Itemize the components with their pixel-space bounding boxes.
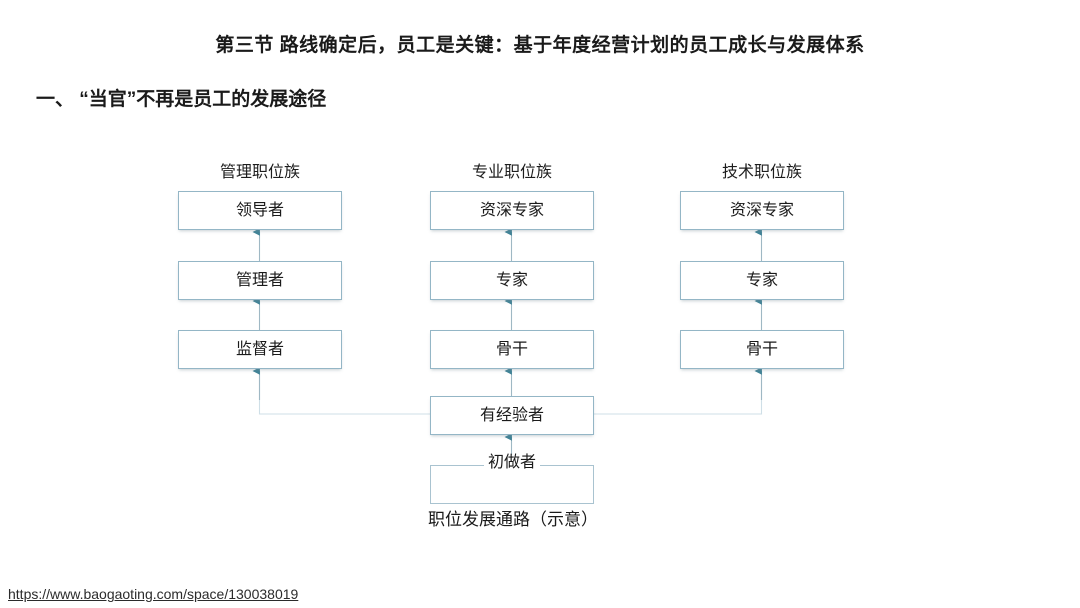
node-label: 骨干 bbox=[745, 340, 778, 358]
node-management-leader[interactable]: 领导者 bbox=[178, 191, 342, 230]
node-technical-expert[interactable]: 专家 bbox=[680, 261, 844, 300]
node-professional-senior-expert[interactable]: 资深专家 bbox=[430, 191, 594, 230]
node-label: 初做者 bbox=[483, 455, 540, 471]
node-technical-senior-expert[interactable]: 资深专家 bbox=[680, 191, 844, 230]
node-label: 专家 bbox=[495, 271, 528, 289]
node-professional-expert[interactable]: 专家 bbox=[430, 261, 594, 300]
node-experienced[interactable]: 有经验者 bbox=[430, 396, 594, 435]
node-label: 资深专家 bbox=[479, 201, 544, 219]
node-label: 骨干 bbox=[495, 340, 528, 358]
node-label: 资深专家 bbox=[729, 201, 794, 219]
node-technical-backbone[interactable]: 骨干 bbox=[680, 330, 844, 369]
column-header-management: 管理职位族 bbox=[219, 164, 300, 181]
diagram-caption: 职位发展通路（示意） bbox=[428, 510, 598, 529]
page-title: 第三节 路线确定后，员工是关键：基于年度经营计划的员工成长与发展体系 bbox=[215, 35, 865, 56]
node-beginner[interactable]: 初做者 bbox=[430, 455, 594, 504]
connector-experienced-to-backbone-tech bbox=[593, 371, 763, 415]
node-label: 领导者 bbox=[235, 201, 284, 219]
column-header-technical: 技术职位族 bbox=[721, 164, 802, 181]
node-label: 监督者 bbox=[235, 340, 284, 358]
node-management-manager[interactable]: 管理者 bbox=[178, 261, 342, 300]
source-url-link[interactable]: https://www.baogaoting.com/space/1300380… bbox=[8, 586, 299, 602]
section-heading: 一、 “当官”不再是员工的发展途径 bbox=[36, 89, 327, 110]
node-professional-backbone[interactable]: 骨干 bbox=[430, 330, 594, 369]
column-header-professional: 专业职位族 bbox=[471, 164, 552, 181]
node-label: 专家 bbox=[745, 271, 778, 289]
node-label: 管理者 bbox=[235, 271, 284, 289]
connector-experienced-to-supervisor bbox=[258, 371, 430, 415]
node-label: 有经验者 bbox=[479, 406, 544, 424]
node-management-supervisor[interactable]: 监督者 bbox=[178, 330, 342, 369]
